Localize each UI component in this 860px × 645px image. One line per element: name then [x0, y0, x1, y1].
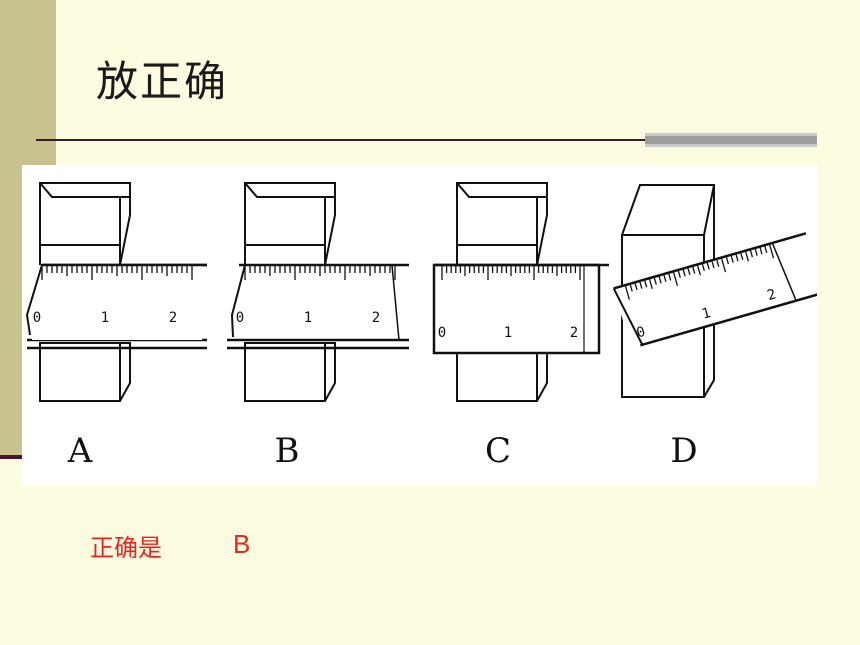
ruler-tick — [721, 258, 727, 273]
ruler-left-end — [25, 264, 43, 336]
block-upper — [244, 182, 336, 266]
ruler-tick — [759, 247, 763, 255]
ruler-tick — [668, 273, 672, 281]
ruler-tick — [644, 280, 648, 288]
diagram-a: 0 1 2A — [25, 182, 207, 471]
ruler-tick — [696, 265, 701, 276]
ruler-tick — [663, 274, 667, 283]
scale-number: 1 — [101, 310, 109, 326]
slide-title: 放正确 — [96, 57, 229, 106]
scale-number: 1 — [504, 325, 512, 341]
ruler-tick — [745, 251, 750, 262]
block-lower — [244, 342, 336, 402]
block-upper — [456, 182, 548, 266]
tilted-ruler: 012 — [612, 232, 817, 349]
option-label: C — [485, 431, 511, 471]
option-label: D — [670, 431, 697, 471]
ruler-edge — [640, 291, 817, 347]
diagram-c: 0 1 2C — [432, 182, 609, 471]
title-divider-gray-bar — [645, 133, 817, 147]
ruler-tick — [711, 261, 715, 269]
ruler-tick — [701, 263, 705, 271]
scale-number: 0 — [33, 310, 41, 326]
ruler-tick — [730, 255, 734, 263]
scale-number: 2 — [570, 325, 578, 341]
scale-number: 1 — [304, 310, 312, 326]
ruler-tick — [725, 256, 729, 265]
scale-number: 2 — [372, 310, 380, 326]
scale-number: 2 — [169, 310, 177, 326]
option-label: A — [67, 431, 93, 471]
ruler-tick — [735, 254, 739, 262]
block-lower — [456, 346, 548, 402]
ruler-tick — [658, 276, 662, 284]
scale-number: 0 — [236, 310, 244, 326]
title-divider-line — [36, 139, 648, 141]
answer-value: B — [233, 529, 251, 559]
ruler-tick — [692, 266, 696, 274]
block-lower — [39, 342, 131, 402]
ruler-tick — [764, 245, 768, 254]
ruler-tick — [634, 283, 638, 291]
ruler-tick — [740, 252, 744, 260]
diagram-b: 0 1 2B — [227, 182, 409, 471]
scale-number: 0 — [438, 325, 446, 341]
ruler-tick — [629, 284, 633, 292]
ruler-edge — [613, 232, 807, 290]
ruler-tick — [677, 270, 681, 278]
option-label: B — [275, 431, 300, 471]
ruler-tick — [754, 248, 758, 256]
ruler-tick — [653, 277, 657, 285]
ruler-body — [432, 263, 601, 355]
block-upper — [39, 182, 131, 266]
ruler-tick — [682, 269, 686, 277]
ruler-tick — [769, 244, 775, 259]
ruler-tick — [716, 259, 720, 267]
ruler-tick — [749, 250, 754, 258]
ruler-tick — [624, 285, 630, 300]
ruler-tick — [687, 268, 691, 276]
answer-label: 正确是 — [90, 534, 162, 562]
ruler-tick — [706, 262, 710, 270]
ruler-tick — [648, 279, 653, 290]
ruler-tick — [672, 272, 679, 286]
ruler-tick — [639, 281, 643, 289]
ruler-left-end — [230, 264, 246, 338]
